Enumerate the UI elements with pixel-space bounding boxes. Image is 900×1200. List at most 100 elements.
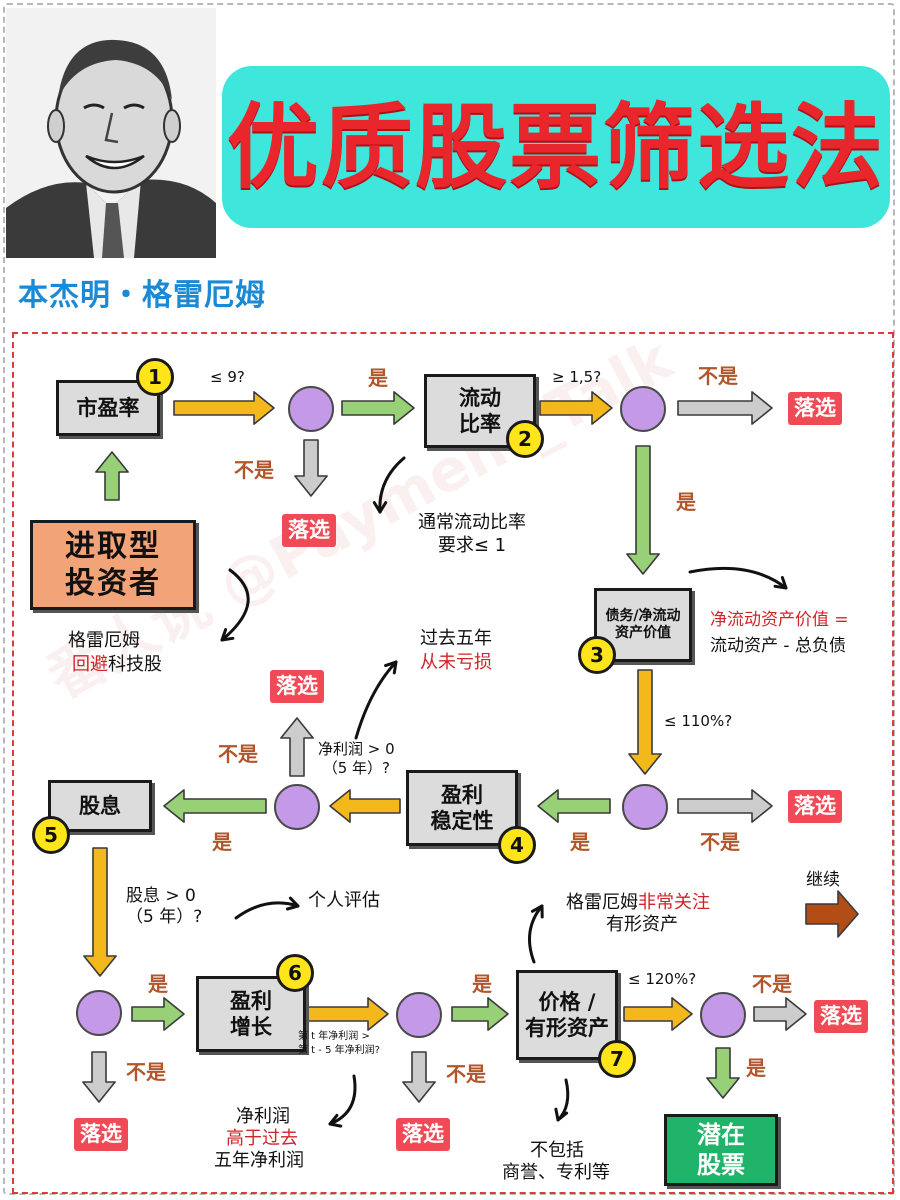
reject-tag-dividend: 落选 — [74, 1118, 128, 1151]
no-label-debt: 不是 — [700, 830, 740, 855]
yes-label-current-ratio: 是 — [676, 490, 696, 515]
note-growth-2: 高于过去 — [226, 1128, 298, 1151]
arrow-price-no — [754, 998, 806, 1030]
cond-current-ratio: ≥ 1,5? — [552, 368, 601, 387]
cond-pe: ≤ 9? — [210, 368, 245, 387]
note-exclude-2: 商誉、专利等 — [502, 1162, 610, 1185]
yes-label-stability: 是 — [212, 830, 232, 855]
potential-stock-label: 潜在 股票 — [697, 1120, 745, 1180]
arrow-dividend-yes — [132, 998, 184, 1030]
yes-label-price: 是 — [746, 1056, 766, 1081]
no-label-current-ratio: 不是 — [698, 364, 738, 389]
step-6-number: 6 — [288, 961, 302, 985]
note-no-loss-1: 过去五年 — [420, 628, 492, 651]
arrow-stability-no — [281, 718, 313, 776]
arrow-dividend-down — [84, 848, 116, 976]
arrow-pe-yes — [342, 392, 414, 424]
step-7-badge: 7 — [598, 1040, 636, 1078]
step-6-badge: 6 — [276, 954, 314, 992]
decision-circle-dividend — [76, 990, 122, 1036]
note-tangible-2: 有形资产 — [606, 914, 678, 937]
note-tangible-1: 格雷厄姆非常关注 — [566, 892, 710, 915]
step-4-number: 4 — [510, 833, 524, 857]
note-tech-2-black: 科技股 — [108, 654, 162, 675]
yes-label-dividend: 是 — [148, 972, 168, 997]
note-exclude-1: 不包括 — [530, 1140, 584, 1163]
step-3-number: 3 — [590, 643, 604, 667]
arrow-cr-to-circle — [540, 392, 612, 424]
reject-tag-pe: 落选 — [282, 514, 336, 547]
curve-nca-note — [690, 568, 786, 588]
note-personal: 个人评估 — [308, 890, 380, 913]
reject-tag-stability: 落选 — [270, 670, 324, 703]
arrow-pe-no — [295, 440, 327, 496]
curve-growth-note — [330, 1076, 355, 1124]
reject-tag-price: 落选 — [814, 1000, 868, 1033]
step-3-badge: 3 — [578, 636, 616, 674]
continue-label: 继续 — [806, 870, 840, 891]
note-nca-red: 净流动资产价值 = — [710, 610, 849, 630]
aggressive-investor-label: 进取型 投资者 — [65, 528, 161, 603]
cond-stability: 净利润 > 0 （5 年）? — [318, 740, 395, 778]
cond-dividend: 股息 > 0 （5 年）? — [126, 886, 202, 929]
step-2-number: 2 — [518, 427, 532, 451]
note-nca-2: 流动资产 - 总负债 — [710, 636, 846, 657]
note-tangible-red: 非常关注 — [638, 892, 710, 913]
current-ratio-label: 流动 比率 — [459, 385, 501, 438]
debt-nca-label: 债务/净流动 资产价值 — [605, 608, 680, 643]
yes-label-debt: 是 — [570, 830, 590, 855]
note-tech-1: 格雷厄姆 — [68, 630, 140, 653]
note-no-loss-2: 从未亏损 — [420, 652, 492, 675]
arrow-pe-to-circle — [174, 392, 274, 424]
potential-stock-box: 潜在 股票 — [664, 1114, 778, 1186]
curve-personal-note — [236, 903, 298, 918]
curve-no-loss-note — [356, 662, 396, 738]
reject-tag-debt: 落选 — [788, 790, 842, 823]
cond-price: ≤ 120%? — [628, 970, 696, 989]
decision-circle-pe — [288, 386, 334, 432]
no-label-growth: 不是 — [446, 1062, 486, 1087]
note-growth-3: 五年净利润 — [214, 1150, 304, 1173]
note-tangible-black: 格雷厄姆 — [566, 892, 638, 913]
curve-tangible-note — [530, 906, 543, 962]
note-growth-1: 净利润 — [236, 1106, 290, 1129]
yes-label-growth: 是 — [472, 972, 492, 997]
step-5-badge: 5 — [32, 816, 70, 854]
reject-tag-growth: 落选 — [396, 1118, 450, 1151]
arrow-price-yes — [707, 1048, 739, 1098]
note-tech-2: 回避科技股 — [72, 654, 162, 677]
arrow-growth-yes — [452, 998, 508, 1030]
reject-tag-current-ratio: 落选 — [788, 392, 842, 425]
no-label-dividend: 不是 — [126, 1060, 166, 1085]
earnings-growth-label: 盈利 增长 — [230, 988, 272, 1041]
no-label-pe: 不是 — [234, 458, 274, 483]
arrow-growth-to-circle — [306, 998, 388, 1030]
arrow-debt-to-circle — [629, 670, 661, 774]
arrow-debt-no — [678, 790, 772, 822]
arrow-cr-no — [678, 392, 772, 424]
price-tangible-label: 价格 / 有形资产 — [525, 989, 609, 1042]
continue-arrow — [806, 891, 858, 937]
yes-label-pe: 是 — [368, 366, 388, 391]
pe-ratio-label: 市盈率 — [77, 395, 140, 421]
step-1-badge: 1 — [136, 358, 174, 396]
earnings-stability-label: 盈利 稳定性 — [431, 782, 494, 835]
cond-growth: 第 t 年净利润 > 第 t - 5 年净利润? — [298, 1030, 380, 1057]
step-1-number: 1 — [148, 365, 162, 389]
note-current-ratio: 通常流动比率 要求≤ 1 — [418, 512, 526, 557]
no-label-stability: 不是 — [218, 742, 258, 767]
arrow-cr-yes — [627, 446, 659, 574]
arrow-stability-to-circle — [330, 790, 400, 822]
step-4-badge: 4 — [498, 826, 536, 864]
no-label-price: 不是 — [752, 972, 792, 997]
decision-circle-growth — [396, 992, 442, 1038]
step-5-number: 5 — [44, 823, 58, 847]
aggressive-investor-box: 进取型 投资者 — [30, 520, 196, 610]
decision-circle-price — [700, 992, 746, 1038]
dividend-label: 股息 — [79, 793, 121, 819]
decision-circle-debt — [622, 784, 668, 830]
arrow-dividend-no — [83, 1052, 115, 1102]
cond-debt: ≤ 110%? — [664, 712, 732, 731]
step-7-number: 7 — [610, 1047, 624, 1071]
step-2-badge: 2 — [506, 420, 544, 458]
